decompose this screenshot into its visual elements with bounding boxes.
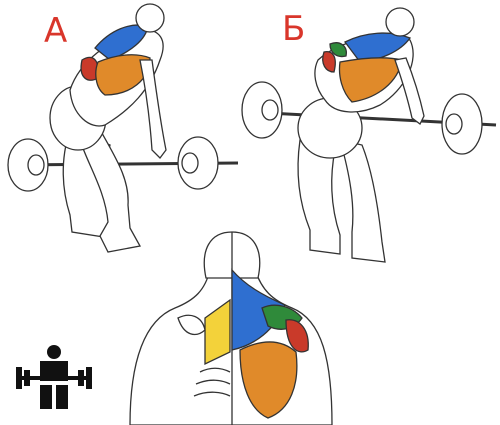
barbell-a-collar-right: [181, 152, 199, 174]
logo-plate-right-inner: [78, 370, 84, 386]
logo-bar: [16, 376, 92, 380]
barbell-a: [7, 136, 239, 192]
back-deltoid: [285, 319, 309, 353]
barbell-figure-icon: [16, 345, 92, 409]
panel-b-label: Б: [282, 9, 306, 49]
figure-b-teres: [329, 42, 347, 58]
logo-leg-right: [56, 385, 68, 409]
barbell-a-collar-left: [27, 154, 45, 176]
figure-b-left-leg: [297, 139, 341, 255]
figure-b-head: [385, 7, 415, 37]
back-anatomy: [129, 231, 333, 425]
back-latissimus: [239, 341, 298, 419]
panel-a-label: А: [44, 11, 68, 51]
figure-a-front-leg: [79, 118, 142, 253]
figure-a-arm: [139, 59, 167, 159]
logo-plate-left-inner: [24, 370, 30, 386]
back-ribs: [193, 367, 231, 397]
figure-a-head: [135, 3, 165, 33]
logo-plate-left-outer: [16, 367, 22, 389]
logo-head: [47, 345, 61, 359]
back-trapezius: [231, 268, 286, 351]
barbell-b-collar-left: [261, 99, 279, 121]
figure-b-latissimus: [338, 57, 403, 103]
figure-b-arm: [394, 57, 425, 125]
back-rhomboid: [204, 298, 231, 366]
logo-leg-left: [40, 385, 52, 409]
barbell-b: [241, 81, 497, 155]
figure-a: [7, 3, 239, 253]
figure-b: [241, 7, 497, 263]
figure-b-right-leg: [339, 139, 386, 263]
logo-plate-right-outer: [86, 367, 92, 389]
barbell-b-collar-right: [445, 113, 463, 135]
figure-b-deltoid: [322, 50, 336, 73]
figure-a-latissimus: [95, 54, 151, 96]
back-scapula: [177, 314, 206, 336]
